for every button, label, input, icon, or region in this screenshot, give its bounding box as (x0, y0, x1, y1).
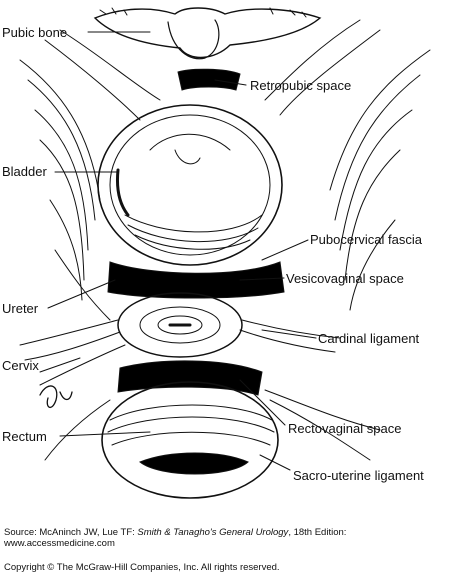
source-prefix: Source: McAninch JW, Lue TF: (4, 527, 138, 538)
label-sacro-uterine-ligament: Sacro-uterine ligament (293, 468, 424, 483)
vesicovaginal-space-shape (107, 261, 285, 299)
copyright-notice: Copyright © The McGraw-Hill Companies, I… (4, 562, 280, 573)
label-retropubic-space: Retropubic space (250, 78, 352, 93)
label-pubic-bone: Pubic bone (2, 25, 68, 40)
rectovaginal-space-shape (117, 360, 263, 396)
label-rectovaginal-space: Rectovaginal space (288, 421, 402, 436)
label-ureter: Ureter (2, 301, 39, 316)
bladder-shape (97, 104, 283, 266)
label-bladder: Bladder (2, 164, 47, 179)
pubic-bone-shape (93, 7, 322, 60)
label-cervix: Cervix (2, 358, 39, 373)
source-website: www.accessmedicine.com (4, 538, 115, 549)
label-cardinal-ligament: Cardinal ligament (318, 331, 420, 346)
sacro-uterine-ligament-strands (44, 389, 381, 461)
anatomy-illustration (19, 7, 431, 499)
right-fascia-strands (264, 19, 431, 311)
leader-lines (39, 31, 317, 471)
label-pubocervical-fascia: Pubocervical fascia (310, 232, 422, 247)
retropubic-space-shape (177, 68, 241, 91)
source-book-title: Smith & Tanagho's General Urology (137, 527, 289, 538)
artist-signature-mark (39, 385, 73, 408)
left-fascia-strands (19, 29, 161, 321)
label-rectum: Rectum (2, 429, 47, 444)
label-vesicovaginal-space: Vesicovaginal space (286, 271, 404, 286)
rectum-shape (101, 381, 279, 499)
cervix-shape (117, 292, 243, 358)
source-suffix: , 18th Edition: (288, 527, 347, 538)
source-citation: Source: McAninch JW, Lue TF: Smith & Tan… (4, 527, 346, 538)
cardinal-ligament-strands (19, 319, 341, 386)
